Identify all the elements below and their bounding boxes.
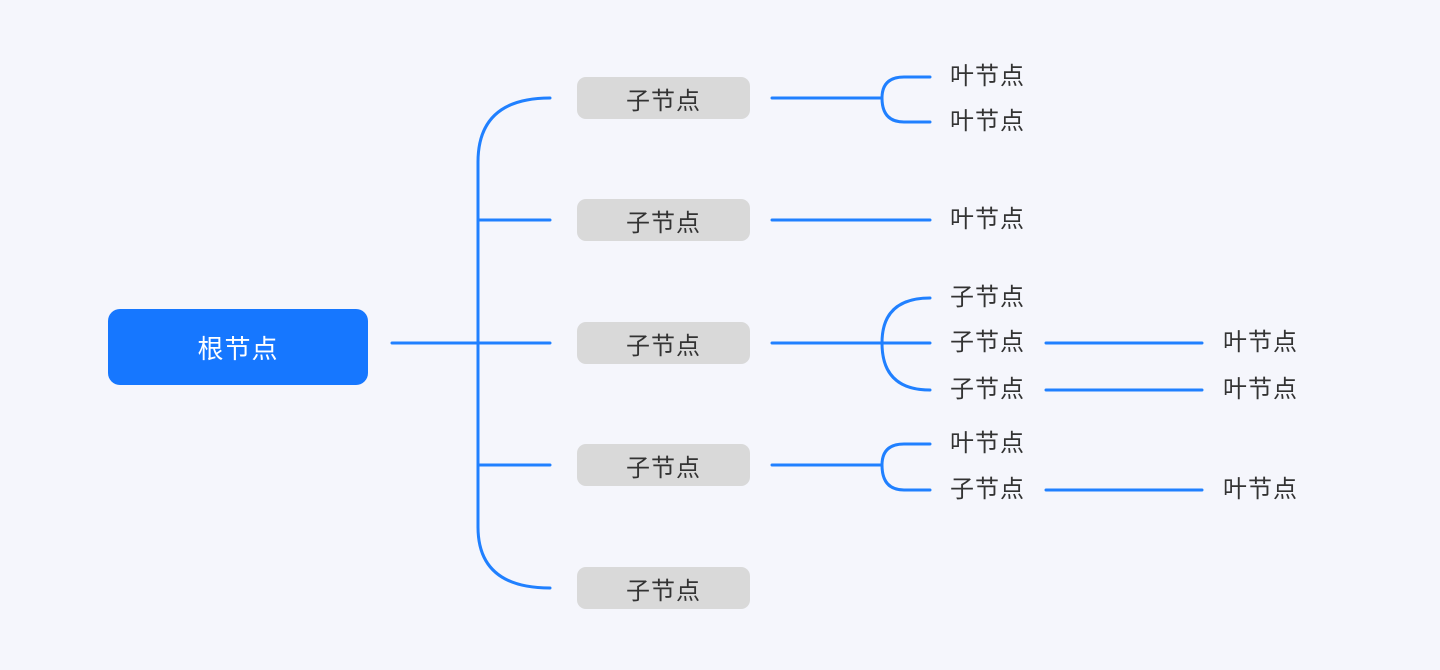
leaf-node-4-2-1[interactable]: 叶节点 bbox=[1223, 476, 1298, 503]
leaf-node-2-1[interactable]: 叶节点 bbox=[950, 206, 1025, 233]
connector-child3-sub1 bbox=[880, 296, 932, 345]
connector-child1-leaf1 bbox=[880, 75, 932, 100]
leaf-node-1-2[interactable]: 叶节点 bbox=[950, 108, 1025, 135]
leaf-node-3-2-1[interactable]: 叶节点 bbox=[1223, 329, 1298, 356]
leaf-node-4-1[interactable]: 叶节点 bbox=[950, 430, 1025, 457]
sub-node-4-2[interactable]: 子节点 bbox=[950, 476, 1025, 503]
connector-trunk-to-child1 bbox=[476, 96, 552, 164]
leaf-node-1-1[interactable]: 叶节点 bbox=[950, 63, 1025, 90]
connector-child3-sub3 bbox=[880, 341, 932, 392]
child-node-1[interactable]: 子节点 bbox=[577, 77, 750, 119]
connector-child4-sub2 bbox=[880, 463, 932, 492]
connector-child4-leaf1 bbox=[880, 442, 932, 467]
child-node-2[interactable]: 子节点 bbox=[577, 199, 750, 241]
root-node[interactable]: 根节点 bbox=[108, 309, 368, 385]
sub-node-3-3[interactable]: 子节点 bbox=[950, 376, 1025, 403]
child-node-5[interactable]: 子节点 bbox=[577, 567, 750, 609]
child-node-4[interactable]: 子节点 bbox=[577, 444, 750, 486]
child-node-3[interactable]: 子节点 bbox=[577, 322, 750, 364]
sub-node-3-2[interactable]: 子节点 bbox=[950, 329, 1025, 356]
connector-child1-leaf2 bbox=[880, 96, 932, 124]
sub-node-3-1[interactable]: 子节点 bbox=[950, 284, 1025, 311]
leaf-node-3-3-1[interactable]: 叶节点 bbox=[1223, 376, 1298, 403]
connector-trunk-to-child5 bbox=[476, 525, 552, 590]
